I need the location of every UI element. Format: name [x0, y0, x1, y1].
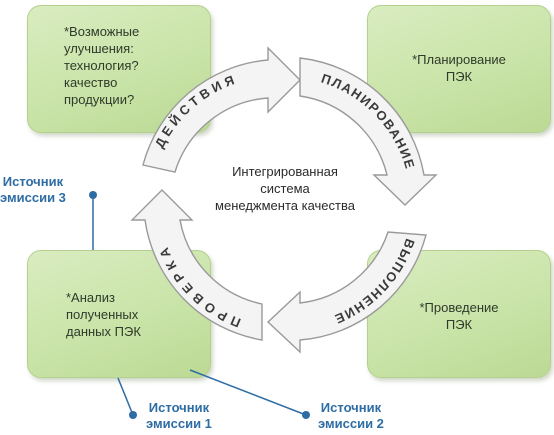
arrow-execution [266, 231, 427, 354]
box-analysis: *Анализ полученных данных ПЭК [27, 250, 211, 378]
emission-source-2: Источник эмиссии 2 [318, 400, 384, 431]
emission-source-3: Источник эмиссии 3 [0, 174, 66, 205]
source1-line [117, 377, 134, 416]
box-planning-text: *Планирование ПЭК [412, 52, 506, 84]
arrow-check [130, 189, 263, 341]
box-actions-text: *Возможные улучшения: технология? качест… [64, 24, 140, 107]
source3-dot [89, 191, 97, 199]
emission-source-1: Источник эмиссии 1 [146, 400, 212, 431]
arrow-actions [142, 46, 301, 173]
source2-line [189, 369, 307, 416]
source2-dot [302, 411, 310, 419]
box-analysis-text: *Анализ полученных данных ПЭК [66, 290, 141, 339]
source-connectors [89, 191, 310, 419]
arrow-planning [299, 57, 438, 206]
cycle-center-text: Интегрированная система менеджмента каче… [215, 164, 355, 213]
box-planning: *Планирование ПЭК [367, 5, 551, 133]
source1-dot [129, 411, 137, 419]
box-actions: *Возможные улучшения: технология? качест… [27, 5, 211, 133]
box-execution-text: *Проведение ПЭК [419, 300, 499, 332]
